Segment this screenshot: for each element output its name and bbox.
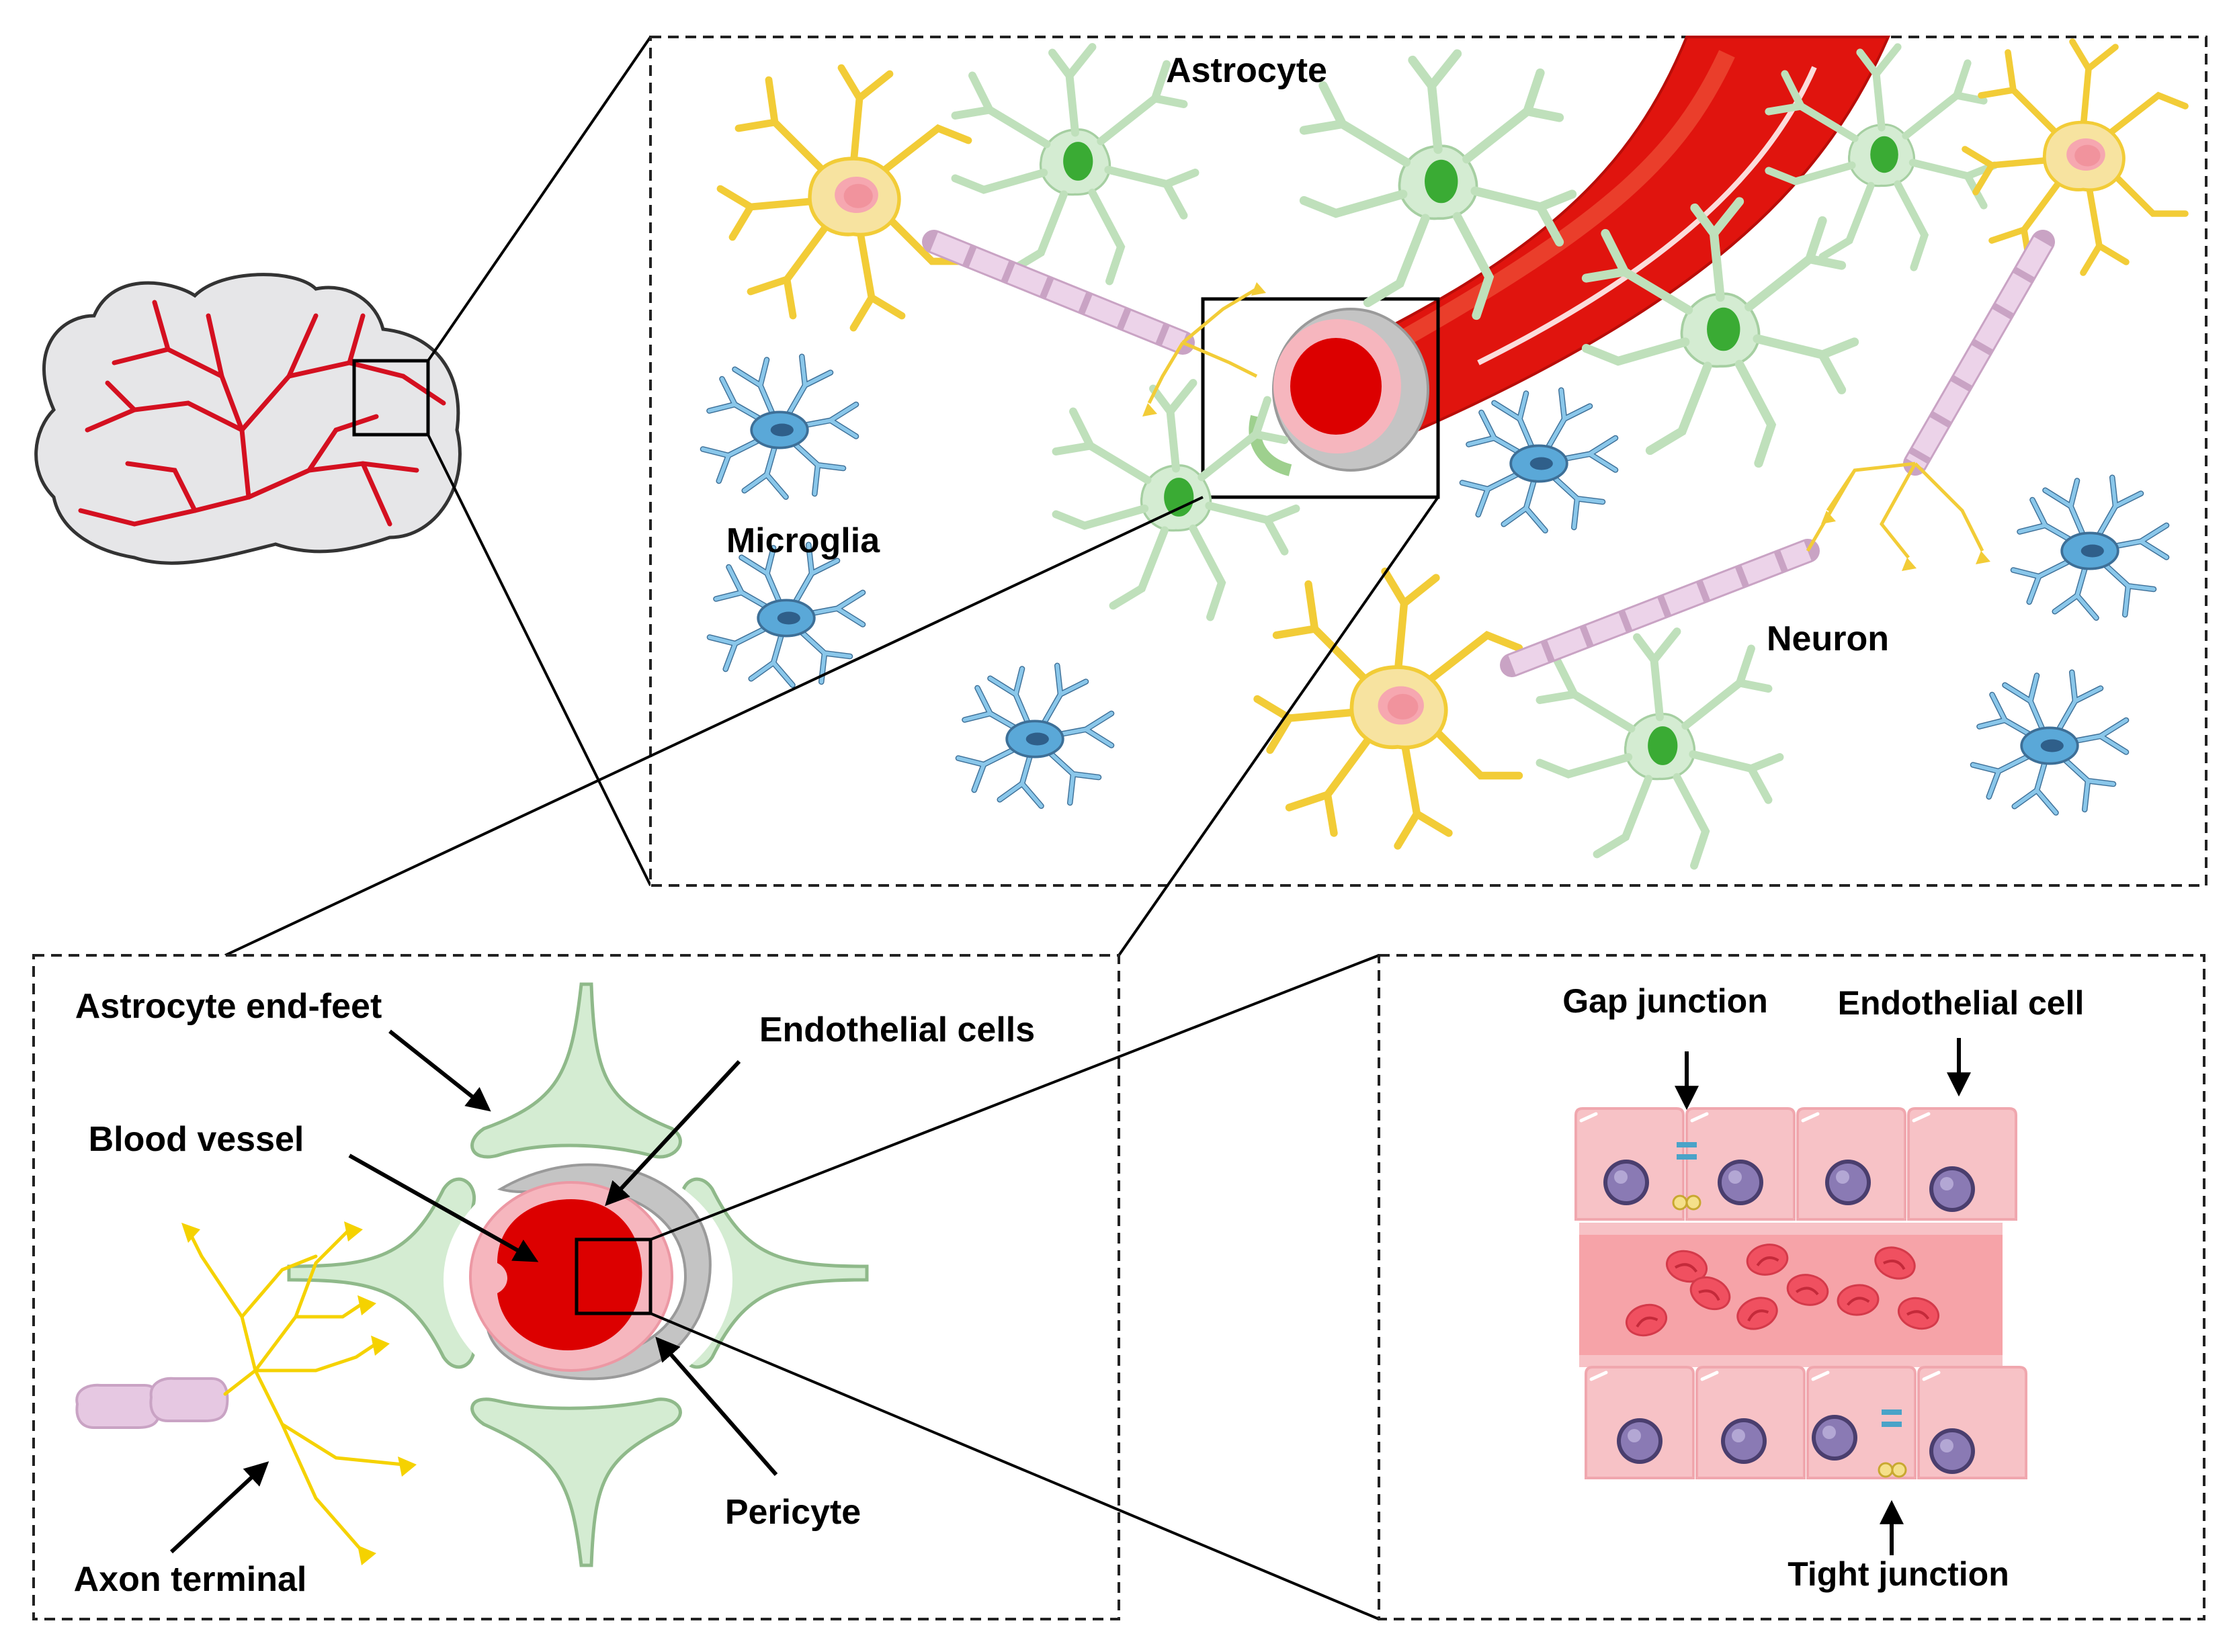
neurovascular-unit-panel: Astrocyte end-feet Endothelial cells Blo… xyxy=(32,954,1120,1620)
vessel-lumen xyxy=(497,1199,642,1350)
label-astrocyte: Astrocyte xyxy=(1166,51,1327,90)
gap-junction-marker xyxy=(1672,1142,1701,1211)
label-neuron: Neuron xyxy=(1767,619,1889,658)
axon-terminal-illustration xyxy=(75,1221,417,1565)
label-astrocyte-end-feet: Astrocyte end-feet xyxy=(75,987,382,1026)
zoom-lines-brain xyxy=(427,36,652,886)
label-gap-junction: Gap junction xyxy=(1562,982,1768,1020)
zoom-lines-vessel xyxy=(224,496,1439,957)
label-pericyte: Pericyte xyxy=(725,1493,861,1532)
endothelium-panel: Gap junction Endothelial cell Tight junc… xyxy=(1378,954,2205,1620)
label-blood-vessel: Blood vessel xyxy=(89,1120,304,1159)
tissue-panel: Astrocyte Microglia Neuron xyxy=(649,36,2207,887)
tight-junction-marker xyxy=(1878,1409,1907,1478)
astrocyte-end-feet xyxy=(287,982,869,1567)
brain-illustration xyxy=(34,273,462,565)
zoom-lines-endothelium xyxy=(650,954,1380,1620)
label-endothelial-cells: Endothelial cells xyxy=(759,1010,1035,1049)
label-tight-junction: Tight junction xyxy=(1788,1555,2009,1593)
label-microglia: Microglia xyxy=(726,521,880,560)
label-endothelial-cell: Endothelial cell xyxy=(1838,984,2085,1022)
label-axon-terminal: Axon terminal xyxy=(74,1560,307,1599)
